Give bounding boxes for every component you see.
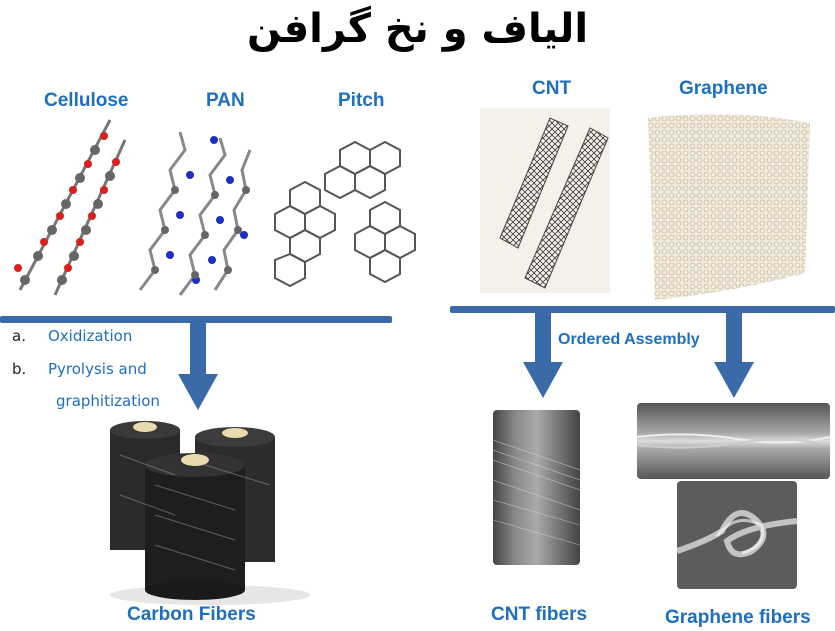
- graphene-arrow: [714, 312, 754, 398]
- label-graphene: Graphene: [679, 78, 768, 99]
- cellulose-molecule: [14, 119, 127, 296]
- graphene-fiber-knot-image: [677, 481, 797, 589]
- pan-molecule: [138, 131, 252, 296]
- cnt-arrow: [523, 312, 563, 398]
- cnt-illustration: [480, 108, 610, 293]
- step-b-text: Pyrolysis and: [48, 360, 147, 378]
- label-carbon-fibers: Carbon Fibers: [127, 604, 256, 625]
- step-a-text: Oxidization: [48, 327, 133, 345]
- carbon-fiber-spools-image: [110, 421, 310, 605]
- label-cnt-fibers: CNT fibers: [491, 604, 588, 625]
- left-divider-bar: [0, 316, 392, 323]
- carbon-arrow: [178, 322, 218, 410]
- pitch-molecule: [274, 140, 416, 288]
- label-graphene-fibers: Graphene fibers: [665, 607, 811, 628]
- ordered-assembly-label: Ordered Assembly: [556, 331, 702, 349]
- cnt-fiber-sem-image: [493, 410, 580, 565]
- step-b-text-cont: graphitization: [56, 392, 160, 410]
- label-cellulose: Cellulose: [44, 90, 129, 111]
- label-pitch: Pitch: [338, 90, 385, 111]
- graphene-illustration: [648, 114, 810, 300]
- step-b-number: b.: [12, 360, 27, 378]
- label-pan: PAN: [206, 90, 245, 111]
- right-divider-bar: [450, 306, 835, 313]
- step-a-number: a.: [12, 327, 26, 345]
- page-title: الیاف و نخ گرافن: [246, 6, 589, 52]
- molecular-structures-illustration: [14, 119, 416, 296]
- label-cnt: CNT: [532, 78, 572, 99]
- graphene-fiber-sem-top-image: [637, 403, 830, 479]
